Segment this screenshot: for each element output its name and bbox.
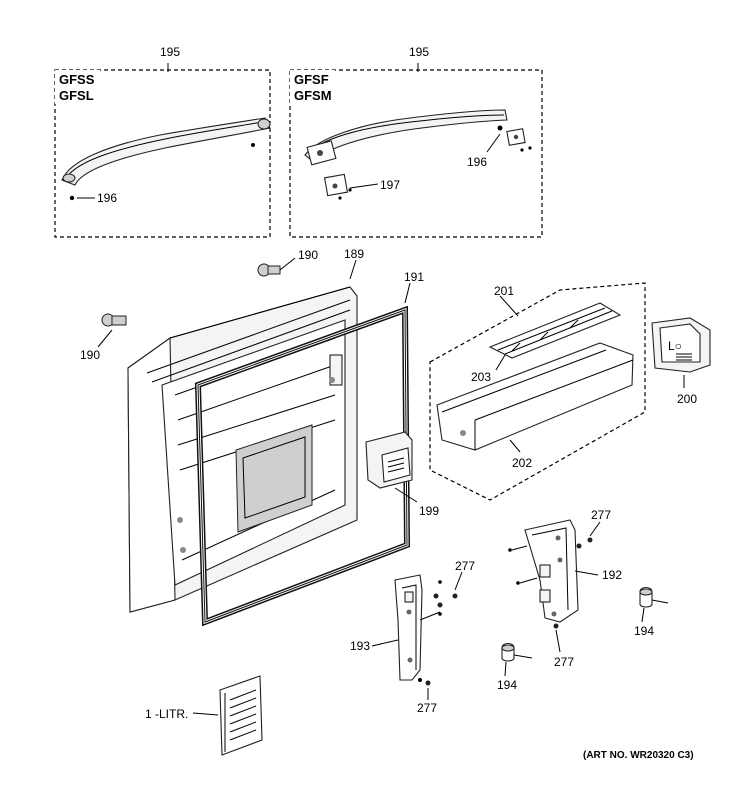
- cap-label-glyph: L○: [668, 339, 682, 353]
- callout-192: 192: [602, 568, 622, 582]
- variant-label-gfss: GFSS: [59, 72, 95, 87]
- variant-label-gfsf: GFSF: [294, 72, 329, 87]
- door-screw-190-left: [97, 313, 127, 348]
- callout-196-right: 196: [467, 155, 487, 169]
- callout-277-top-right: 277: [591, 508, 611, 522]
- door-bin-202: [436, 342, 634, 453]
- door-gasket: [194, 282, 411, 627]
- callout-277-mid: 277: [455, 559, 475, 573]
- variant-label-gfsm: GFSM: [294, 88, 332, 103]
- door-screw-190-top: [257, 257, 296, 277]
- bin-cover-203: [488, 302, 622, 371]
- callout-199: 199: [419, 504, 439, 518]
- hinge-cap-194-right: [639, 586, 669, 623]
- callout-195-right: 195: [409, 45, 429, 59]
- door-handle-part: [61, 117, 271, 186]
- door-handle-part: [304, 109, 508, 163]
- callout-201: 201: [494, 284, 514, 298]
- callout-191: 191: [404, 270, 424, 284]
- callout-277-bottom: 277: [417, 701, 437, 715]
- callout-194-left: 194: [497, 678, 517, 692]
- hinge-cap-194-left: [501, 642, 533, 677]
- variant-box-right: GFSF GFSM: [289, 63, 543, 238]
- callout-193: 193: [350, 639, 370, 653]
- callout-195-left: 195: [160, 45, 180, 59]
- variant-label-gfsl: GFSL: [59, 88, 94, 103]
- callout-203: 203: [471, 370, 491, 384]
- hinge-bracket-193: [371, 571, 463, 700]
- handle-bracket-199: [365, 431, 418, 503]
- callout-190-top: 190: [298, 248, 318, 262]
- callout-194-right: 194: [634, 624, 654, 638]
- handle-screw: [69, 195, 75, 201]
- callout-200: 200: [677, 392, 697, 406]
- hinge-bracket-192: [508, 519, 601, 653]
- callout-196-left: 196: [97, 191, 117, 205]
- callout-197: 197: [380, 178, 400, 192]
- literature-booklet: [192, 675, 263, 756]
- variant-box-left: GFSS GFSL: [54, 63, 271, 238]
- callout-litr: 1 -LITR.: [145, 707, 188, 721]
- callout-277-lower-right: 277: [554, 655, 574, 669]
- callout-202: 202: [512, 456, 532, 470]
- art-number: (ART NO. WR20320 C3): [583, 750, 694, 761]
- door-bin-assembly: [429, 282, 646, 501]
- callout-190-left: 190: [80, 348, 100, 362]
- door-outer-panel: [127, 259, 358, 613]
- bin-end-cap-200: L○: [651, 317, 711, 388]
- callout-189: 189: [344, 247, 364, 261]
